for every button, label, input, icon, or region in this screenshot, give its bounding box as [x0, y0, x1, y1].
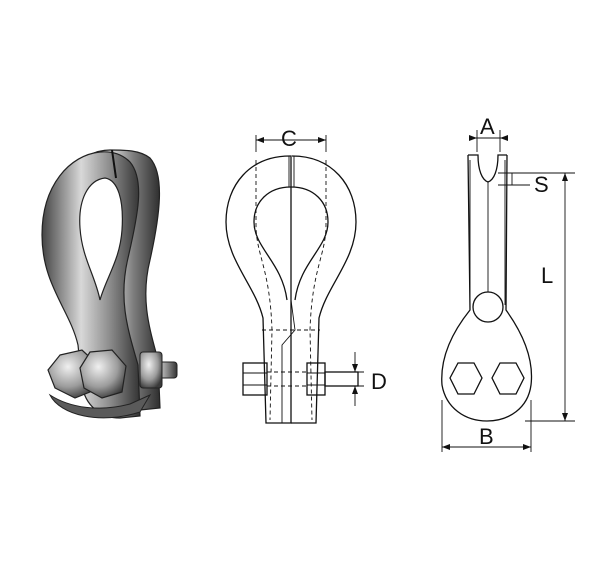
shackle-photo — [41, 149, 178, 419]
dimension-label-a: A — [480, 114, 495, 139]
dimension-label-d: D — [371, 369, 387, 394]
shackle-front-view — [225, 135, 364, 424]
dimension-label-b: B — [479, 424, 494, 449]
shackle-side-view — [441, 130, 575, 452]
dimension-label-c: C — [281, 126, 297, 151]
dimension-label-s: S — [534, 172, 549, 197]
dimension-label-l: L — [541, 263, 553, 288]
